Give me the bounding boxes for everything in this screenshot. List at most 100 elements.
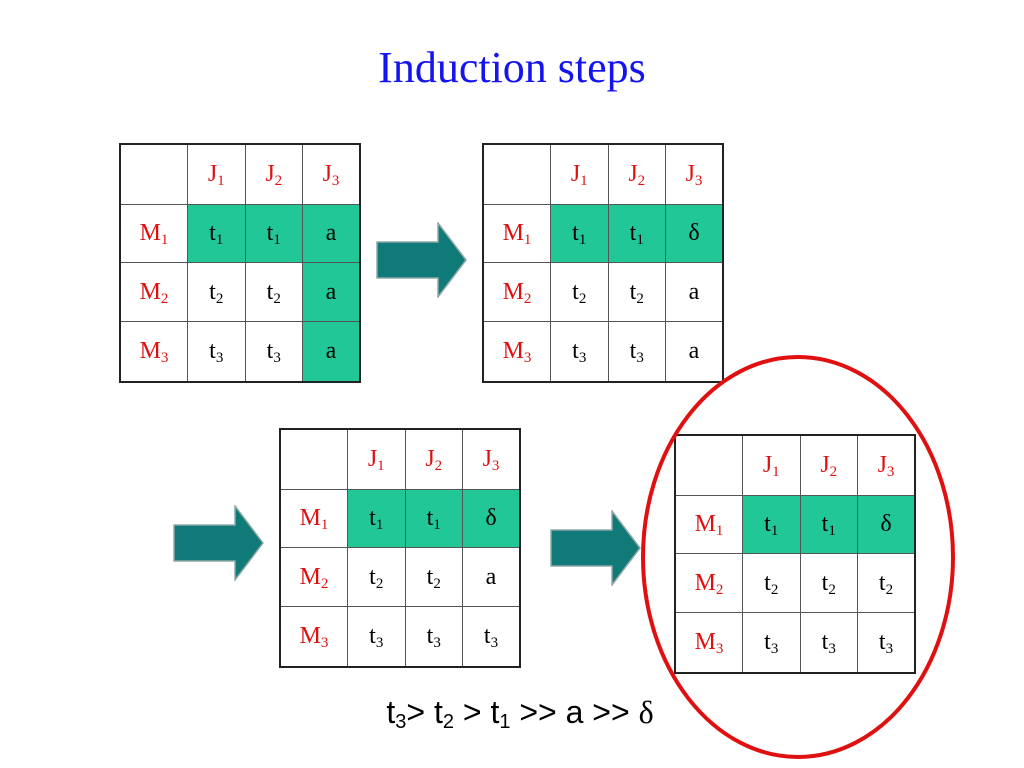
cell-subscript: 3 [523,350,532,367]
cell-symbol: M [299,563,321,590]
cell-symbol: t [878,569,886,596]
cell-symbol: J [685,160,695,187]
cell-symbol: J [207,160,218,187]
cell-subscript: 2 [829,463,838,480]
cell-subscript: 3 [273,350,281,367]
cell-symbol: t [369,563,376,590]
machine-header-m3: M3 [279,606,348,668]
cell-subscript: 2 [273,290,281,307]
table-cell: δ [462,488,521,549]
job-header-j1: J1 [742,434,801,496]
cell-symbol: J [482,445,492,472]
table-cell: t1 [799,494,858,555]
corner-cell [482,143,551,205]
machine-header-m1: M1 [279,488,348,549]
cell-subscript: 3 [886,463,895,480]
right-arrow-icon [550,510,641,586]
cell-subscript: 1 [636,232,644,248]
cell-symbol: t [764,569,771,596]
ordering-term: > t [406,694,443,730]
cell-symbol: J [820,451,830,478]
table-cell: t3 [244,321,303,383]
cell-subscript: 3 [490,635,499,652]
cell-symbol: M [694,569,716,596]
table-cell: δ [665,203,724,264]
cell-symbol: t [266,220,274,246]
corner-cell [279,428,348,490]
cell-symbol: a [325,278,337,305]
cell-symbol: δ [688,220,700,246]
cell-subscript: 3 [770,641,779,658]
machine-header-m3: M3 [119,321,188,383]
machine-header-m3: M3 [482,321,551,383]
cell-symbol: a [325,338,337,365]
cell-subscript: 1 [375,517,384,533]
cell-symbol: a [325,220,337,246]
cell-subscript: 1 [772,463,780,480]
cell-subscript: 3 [160,350,169,367]
ordering-term: δ [638,694,654,730]
cell-subscript: 3 [578,350,587,367]
cell-symbol: M [694,511,716,537]
cell-subscript: 3 [694,172,703,189]
job-header-j2: J2 [607,143,666,205]
table-cell: t3 [187,321,246,383]
cell-symbol: δ [880,511,892,537]
table-cell: a [302,203,361,264]
right-arrow-icon [173,505,264,581]
cell-subscript: 2 [523,290,532,307]
job-header-j3: J3 [302,143,361,205]
cell-subscript: 3 [320,635,329,652]
table-cell: t1 [187,203,246,264]
cell-symbol: t [572,220,579,246]
table-cell: t2 [347,547,406,608]
cell-symbol: t [629,220,637,246]
cell-subscript: 1 [273,232,281,248]
cell-subscript: 1 [828,523,836,539]
slide-title: Induction steps [378,43,646,92]
machine-header-m2: M2 [482,262,551,323]
table-cell: t3 [347,606,406,668]
cell-subscript: 2 [274,172,283,189]
cell-symbol: J [322,160,332,187]
cell-subscript: 1 [217,172,225,189]
job-header-j3: J3 [462,428,521,490]
cell-subscript: 3 [375,635,384,652]
table-cell: t2 [244,262,303,323]
table-cell: t2 [550,262,609,323]
machine-header-m1: M1 [482,203,551,264]
cell-subscript: 2 [320,575,329,592]
cell-subscript: 2 [715,581,724,598]
table-cell: t2 [799,553,858,614]
table-cell: t3 [404,606,463,668]
cell-subscript: 2 [433,575,441,592]
cell-subscript: 1 [433,517,441,533]
machine-header-m1: M1 [674,494,743,555]
job-header-j1: J1 [550,143,609,205]
machine-header-m1: M1 [119,203,188,264]
ordering-inequality: t3> t2 > t1 >> a >> δ [330,694,710,733]
cell-symbol: t [209,278,216,305]
cell-symbol: t [426,563,434,590]
job-header-j2: J2 [799,434,858,496]
cell-subscript: 3 [331,172,340,189]
cell-symbol: M [694,629,716,656]
cell-symbol: M [502,278,524,305]
table-cell: a [665,321,724,383]
cell-subscript: 3 [885,641,894,658]
cell-symbol: M [299,623,321,650]
ordering-subscript: 3 [395,711,407,733]
cell-symbol: t [426,623,434,650]
cell-symbol: M [139,338,161,365]
cell-subscript: 1 [320,517,329,533]
table-cell: a [302,321,361,383]
cell-symbol: t [878,629,886,656]
highlight-circle [641,355,955,759]
cell-subscript: 2 [215,290,224,307]
machine-header-m2: M2 [674,553,743,614]
machine-header-m3: M3 [674,612,743,674]
cell-symbol: t [266,338,274,365]
